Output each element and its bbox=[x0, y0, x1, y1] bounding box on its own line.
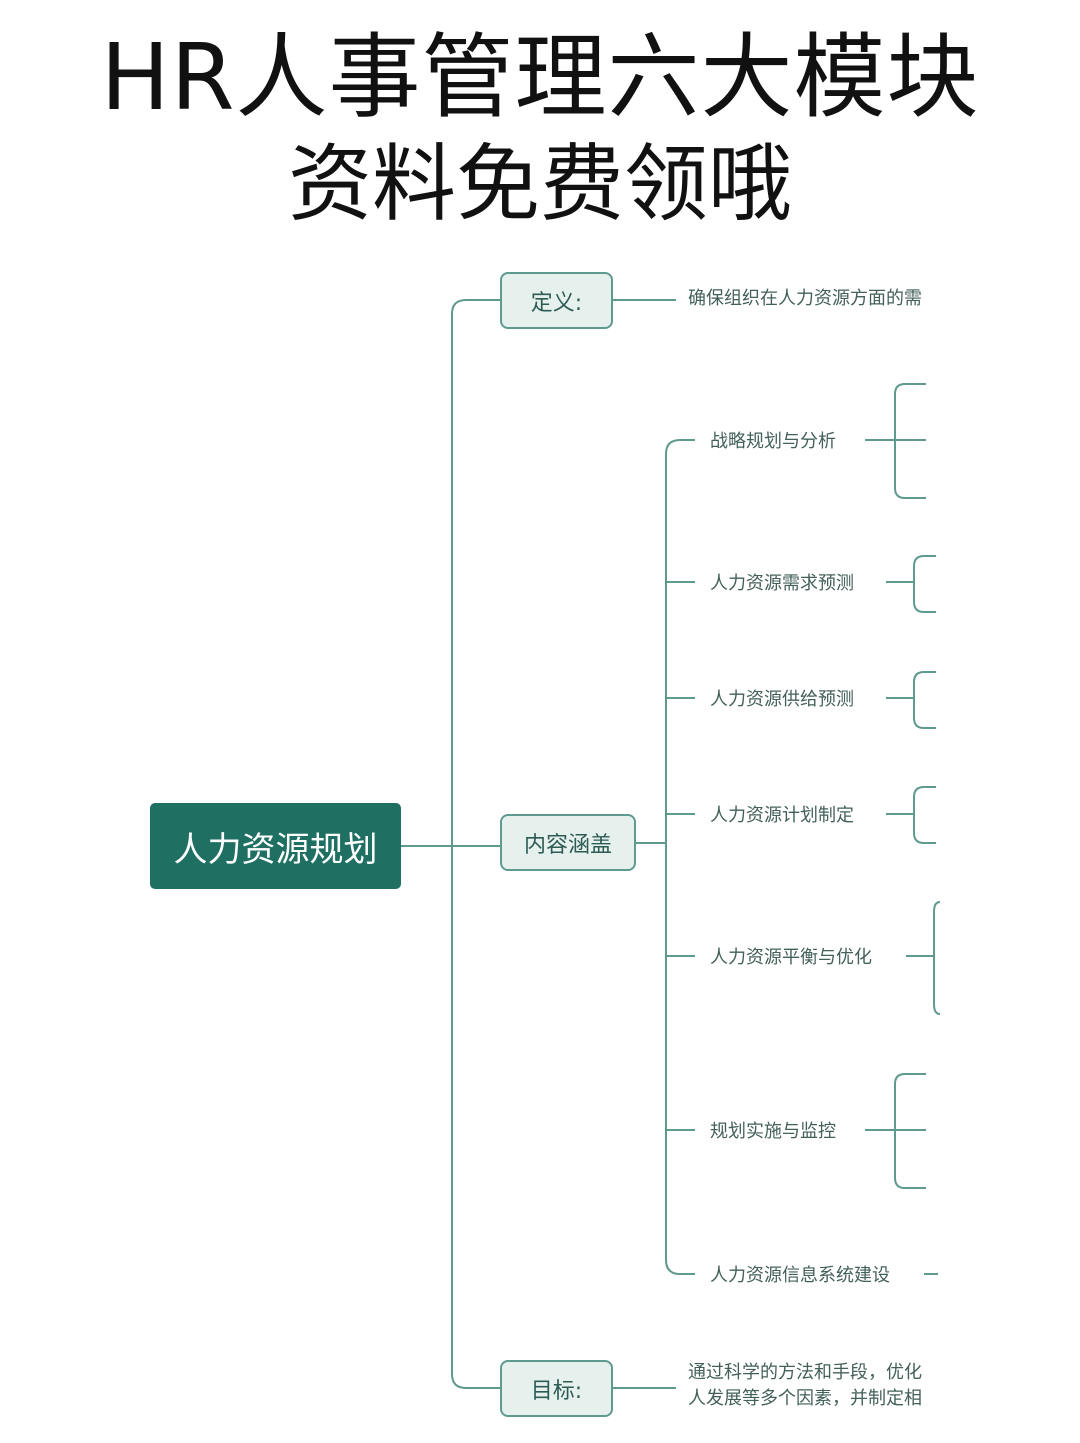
content-item-hris: 人力资源信息系统建设 bbox=[710, 1265, 890, 1286]
page-subtitle: 资料免费领哦 bbox=[287, 135, 792, 233]
goal-text-line1: 通过科学的方法和手段，优化 bbox=[688, 1362, 922, 1383]
root-node: 人力资源规划 bbox=[150, 803, 401, 889]
subbranch-3-bracket bbox=[913, 671, 936, 729]
subbranch-5-bracket bbox=[933, 901, 941, 1015]
content-item-implementation: 规划实施与监控 bbox=[710, 1121, 836, 1142]
goal-text-line2: 人发展等多个因素，并制定相 bbox=[688, 1388, 922, 1409]
connector-main-trunk bbox=[451, 299, 500, 1389]
subbranch-2-bracket bbox=[913, 555, 936, 613]
connector-second-trunk bbox=[665, 439, 695, 1275]
definition-node: 定义: bbox=[500, 272, 613, 329]
content-item-demand-forecast: 人力资源需求预测 bbox=[710, 573, 854, 594]
content-item-balance: 人力资源平衡与优化 bbox=[710, 947, 872, 968]
content-node: 内容涵盖 bbox=[500, 814, 636, 871]
page-title: HR人事管理六大模块 bbox=[100, 24, 980, 131]
goal-node: 目标: bbox=[500, 1360, 613, 1417]
definition-text: 确保组织在人力资源方面的需 bbox=[688, 288, 922, 309]
content-item-strategy: 战略规划与分析 bbox=[710, 431, 836, 452]
content-item-supply-forecast: 人力资源供给预测 bbox=[710, 689, 854, 710]
content-item-plan: 人力资源计划制定 bbox=[710, 805, 854, 826]
subbranch-4-bracket bbox=[913, 786, 936, 844]
